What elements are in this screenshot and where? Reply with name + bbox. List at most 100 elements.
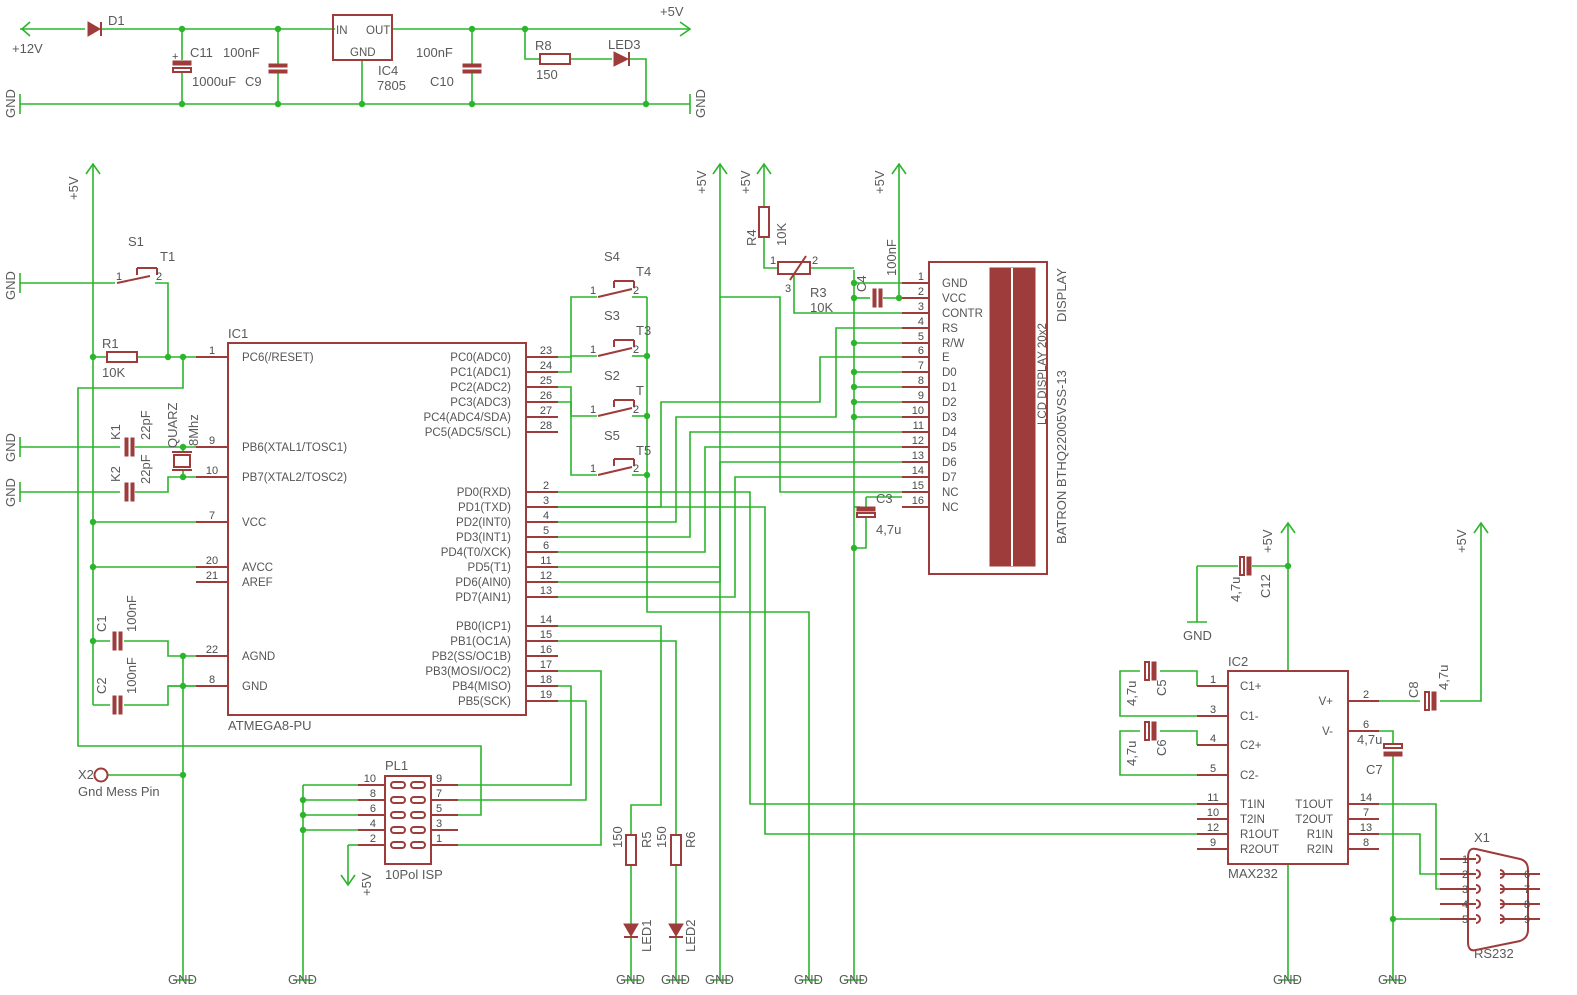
isp-pin-number: 1 xyxy=(436,833,442,845)
mcu-pin-number: 17 xyxy=(540,659,552,671)
r4-label: R4 xyxy=(744,229,759,246)
button-pin2: 2 xyxy=(633,463,639,475)
wire xyxy=(1119,730,1197,776)
button-switch xyxy=(597,347,633,357)
t5-label: T5 xyxy=(636,443,651,458)
db9-pin-number: 8 xyxy=(1524,899,1530,911)
r3-pin1: 1 xyxy=(770,255,776,267)
db9-pin-number: 6 xyxy=(1524,869,1530,881)
c2-label: C2 xyxy=(94,677,109,694)
mcu-pin-name: PB6(XTAL1/TOSC1) xyxy=(242,442,347,454)
k1-label: K1 xyxy=(108,424,123,440)
max232-pin-name: C2- xyxy=(1240,770,1259,782)
wire-lcd-data-1 xyxy=(558,431,902,538)
cap-c7b xyxy=(1383,751,1403,757)
vcc-label: +5V xyxy=(872,170,887,194)
db9-pin-arc xyxy=(1475,884,1481,894)
wire xyxy=(1160,730,1198,745)
max232-pin-name: R2OUT xyxy=(1240,844,1279,856)
isp-pad xyxy=(410,826,426,834)
junction-dot xyxy=(89,637,97,645)
lcd-display: DISPLAY LCD DISPLAY 20x2 BATRON BTHQ2200… xyxy=(744,223,1069,575)
isp-pin-number: 3 xyxy=(436,818,442,830)
lcd-pin-name: D1 xyxy=(942,382,957,394)
led1 xyxy=(623,923,639,937)
wire-txd xyxy=(558,506,1197,835)
cap-c2 xyxy=(118,695,123,715)
mcu-pin-name: PB4(MISO) xyxy=(452,681,511,693)
junction-dot xyxy=(178,25,186,33)
cap-c5 xyxy=(1144,661,1150,681)
wire-lcd-data-2 xyxy=(558,446,902,553)
junction-dot xyxy=(850,279,858,287)
button-pin1: 1 xyxy=(590,463,596,475)
max232-pin-name: V+ xyxy=(1319,696,1334,708)
s4-label: S4 xyxy=(604,249,620,264)
lcd-pin-number: 10 xyxy=(912,405,924,417)
isp-pin-number: 9 xyxy=(436,773,442,785)
mcu-pin-number: 13 xyxy=(540,585,552,597)
max232-pin-number: 10 xyxy=(1207,807,1219,819)
mcu-pin-number: 12 xyxy=(540,570,552,582)
mcu-pin-number: 25 xyxy=(540,375,552,387)
mcu-pin-name: PB7(XTAL2/TOSC2) xyxy=(242,472,347,484)
junction-dot xyxy=(179,473,187,481)
testpin-label: Gnd Mess Pin xyxy=(78,784,160,799)
cap-c5 xyxy=(1151,661,1157,681)
gnd-label: GND xyxy=(616,972,645,987)
button-switch xyxy=(597,288,633,298)
isp-body xyxy=(384,775,432,865)
isp-name: PL1 xyxy=(385,758,408,773)
junction-dot xyxy=(179,771,187,779)
r1-value: 10K xyxy=(102,365,125,380)
wires xyxy=(19,21,1489,981)
max232-pin-name: T1IN xyxy=(1240,799,1265,811)
vcc-label: +5V xyxy=(1260,529,1275,553)
c11-plus: + xyxy=(172,51,178,63)
max232-pin-name: R2IN xyxy=(1307,844,1333,856)
wire xyxy=(1379,730,1394,744)
db9-pin-arc xyxy=(1499,914,1505,924)
mcu-pin-number: 1 xyxy=(209,345,215,357)
lcd-pin-number: 16 xyxy=(912,495,924,507)
cap-c7 xyxy=(1383,743,1403,749)
lcd-pin-number: 15 xyxy=(912,480,924,492)
mcu-pin-name: VCC xyxy=(242,517,266,529)
gnd-label: GND xyxy=(705,972,734,987)
mcu-pin-number: 16 xyxy=(540,644,552,656)
r5-label: R5 xyxy=(639,831,654,848)
cap-c8 xyxy=(1424,691,1430,711)
rs232-name: X1 xyxy=(1474,830,1490,845)
mcu-pin-number: 21 xyxy=(206,570,218,582)
lcd-pin-number: 8 xyxy=(918,375,924,387)
junction-dot xyxy=(299,796,307,804)
c11-label: C11 xyxy=(190,45,213,60)
s1-label: S1 xyxy=(128,234,144,249)
button-switch xyxy=(597,466,633,476)
wire-isp-mosi xyxy=(458,670,602,846)
mcu-pin-name: PB0(ICP1) xyxy=(456,621,511,633)
junction-dot xyxy=(299,826,307,834)
junction-dot xyxy=(643,471,651,479)
junction-dot xyxy=(1389,915,1397,923)
cap-c2 xyxy=(112,695,117,715)
junction-dot xyxy=(850,398,858,406)
junction-dot xyxy=(89,518,97,526)
lcd-pin-number: 7 xyxy=(918,360,924,372)
c4-value: 100nF xyxy=(884,239,899,276)
lcd-pin-name: D6 xyxy=(942,457,957,469)
mcu-pin-name: PD6(AIN0) xyxy=(455,577,511,589)
mcu-pin-number: 24 xyxy=(540,360,552,372)
max232-pin-number: 2 xyxy=(1363,689,1369,701)
cap-c11 xyxy=(172,67,192,73)
s2-label: S2 xyxy=(604,368,620,383)
r6-label: R6 xyxy=(683,831,698,848)
junction-dot xyxy=(468,100,476,108)
cap-c11 xyxy=(172,60,192,66)
mcu-pin-number: 26 xyxy=(540,390,552,402)
mcu-pin-number: 15 xyxy=(540,629,552,641)
c1-label: C1 xyxy=(94,615,109,632)
